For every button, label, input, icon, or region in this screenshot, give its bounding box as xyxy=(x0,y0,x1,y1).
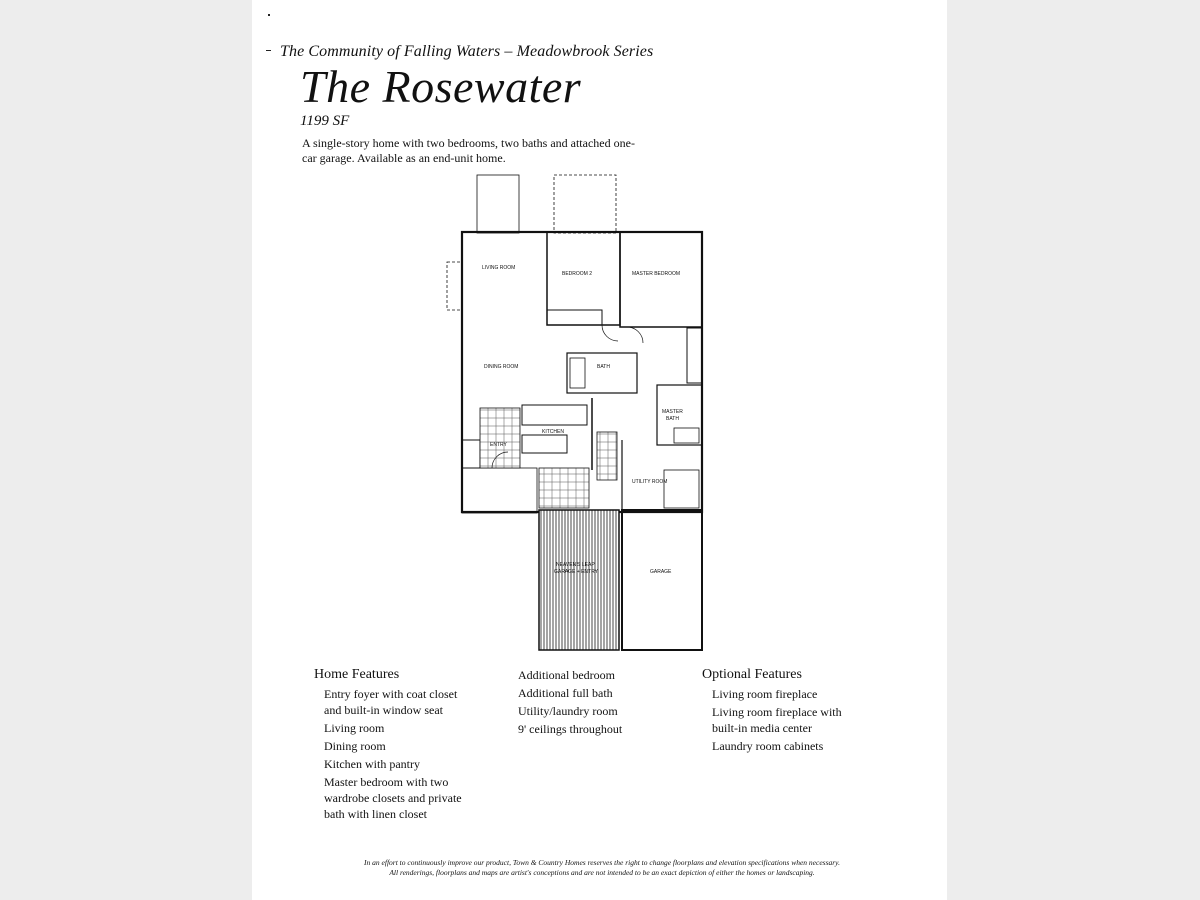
room-label-master-bedroom: MASTER BEDROOM xyxy=(632,271,680,277)
list-item: Entry foyer with coat closet and built-i… xyxy=(324,687,458,717)
list-item: Living room xyxy=(324,721,385,735)
scan-mark xyxy=(268,14,270,16)
room-label-bath: BATH xyxy=(597,364,610,370)
list-item: Living room fireplace xyxy=(712,687,818,701)
room-label-neighbor: NEAVEN'S LEAP xyxy=(556,562,595,568)
room-label-living: LIVING ROOM xyxy=(482,265,515,271)
home-description: A single-story home with two bedrooms, t… xyxy=(302,136,635,165)
list-item: Laundry room cabinets xyxy=(712,739,824,753)
scan-mark xyxy=(266,50,271,51)
list-item: Utility/laundry room xyxy=(518,704,618,718)
home-features-list: Home Features Entry foyer with coat clos… xyxy=(314,666,474,824)
list-item: Master bedroom with two wardrobe closets… xyxy=(324,775,462,821)
room-label-entry: ENTRY xyxy=(490,442,508,448)
brochure-page: The Community of Falling Waters – Meadow… xyxy=(252,0,947,900)
list-item: 9' ceilings throughout xyxy=(518,722,623,736)
room-label-utility: UTILITY ROOM xyxy=(632,479,667,485)
list-item: Additional bedroom xyxy=(518,668,615,682)
list-item: Kitchen with pantry xyxy=(324,757,420,771)
floor-plan: LIVING ROOM BEDROOM 2 MASTER BEDROOM DIN… xyxy=(446,174,704,651)
list-item: Additional full bath xyxy=(518,686,613,700)
optional-features-list: Optional Features Living room fireplace … xyxy=(702,666,862,756)
room-label-kitchen: KITCHEN xyxy=(542,429,564,435)
square-footage: 1199 SF xyxy=(300,113,350,129)
disclaimer: In an effort to continuously improve our… xyxy=(342,858,862,878)
room-label-dining: DINING ROOM xyxy=(484,364,518,370)
home-features-heading: Home Features xyxy=(314,667,400,682)
optional-features-heading: Optional Features xyxy=(702,667,802,682)
list-item: Dining room xyxy=(324,739,386,753)
disclaimer-line: All renderings, floorplans and maps are … xyxy=(389,868,815,877)
room-label-master-bath: MASTER xyxy=(662,409,683,415)
list-item: Living room fireplace with built-in medi… xyxy=(712,705,842,735)
disclaimer-line: In an effort to continuously improve our… xyxy=(364,858,840,867)
series-heading: The Community of Falling Waters – Meadow… xyxy=(280,43,654,60)
room-label-neighbor: GARAGE + ENTRY xyxy=(554,569,599,575)
additional-features-list: Additional bedroom Additional full bath … xyxy=(518,667,668,739)
room-label-master-bath: BATH xyxy=(666,416,679,422)
page-title: The Rosewater xyxy=(300,61,582,112)
room-label-bedroom2: BEDROOM 2 xyxy=(562,271,592,277)
room-label-garage: GARAGE xyxy=(650,569,672,575)
